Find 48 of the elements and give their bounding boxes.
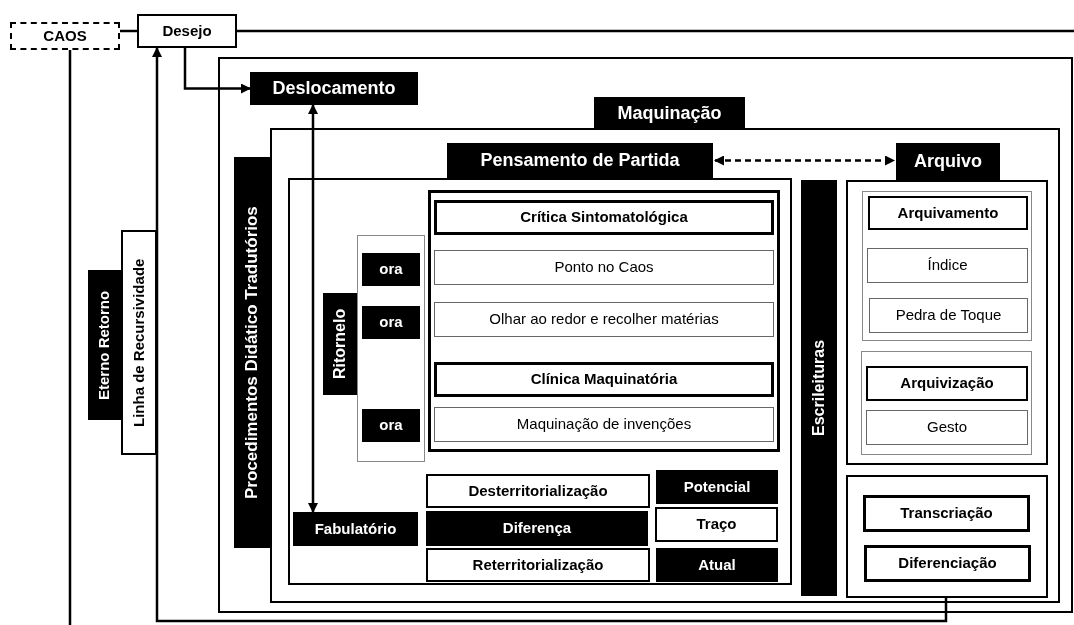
- heading-box: Diferenciação: [864, 545, 1031, 582]
- arrow: [183, 48, 251, 94]
- label-box: Maquinação: [594, 97, 745, 130]
- group-box: [861, 351, 1032, 455]
- text-box: Gesto: [866, 410, 1028, 445]
- container-box: [270, 128, 1060, 603]
- label-box: ora: [362, 409, 420, 442]
- label-box: Desterritorialização: [426, 474, 650, 508]
- label-box: Desejo: [137, 14, 237, 48]
- label-box: Reterritorialização: [426, 548, 650, 582]
- heading-box: Clínica Maquinatória: [434, 362, 774, 397]
- container-box: [846, 180, 1048, 465]
- label-box: Arquivização: [866, 366, 1028, 401]
- label-box: ora: [362, 306, 420, 339]
- container-box: [288, 178, 792, 585]
- label-box: Fabulatório: [293, 512, 418, 546]
- text-box: Pedra de Toque: [869, 298, 1028, 333]
- container-box: [846, 475, 1048, 598]
- label-box: Traço: [655, 507, 778, 542]
- group-box: [862, 191, 1032, 341]
- arrow: [152, 47, 948, 623]
- dashed-box: CAOS: [10, 22, 120, 50]
- label-box: Potencial: [656, 470, 778, 504]
- label-box: Arquivo: [896, 143, 1000, 180]
- label-box: Atual: [656, 548, 778, 582]
- label-box: Deslocamento: [250, 72, 418, 105]
- text-box: Ponto no Caos: [434, 250, 774, 285]
- container-box: [428, 190, 780, 452]
- container-box: [218, 57, 1073, 613]
- heading-box: Crítica Sintomatológica: [434, 200, 774, 235]
- group-box: [357, 235, 425, 462]
- label-box: Arquivamento: [868, 196, 1028, 230]
- label-box: Diferença: [426, 511, 648, 546]
- label-box: Escrileituras: [801, 180, 837, 596]
- connector-line: [237, 29, 1074, 33]
- arrow: [714, 155, 895, 166]
- arrow: [308, 104, 318, 513]
- label-box: Linha de Recursividade: [121, 230, 157, 455]
- label-box: Procedimentos Didático Tradutórios: [234, 157, 270, 548]
- label-box: Eterno Retorno: [88, 270, 121, 420]
- label-box: Pensamento de Partida: [447, 143, 713, 178]
- heading-box: Transcriação: [863, 495, 1030, 532]
- connector-line: [68, 50, 72, 625]
- text-box: Maquinação de invenções: [434, 407, 774, 442]
- text-box: Olhar ao redor e recolher matérias: [434, 302, 774, 337]
- label-box: ora: [362, 253, 420, 286]
- text-box: Índice: [867, 248, 1028, 283]
- label-box: Ritornelo: [323, 293, 357, 395]
